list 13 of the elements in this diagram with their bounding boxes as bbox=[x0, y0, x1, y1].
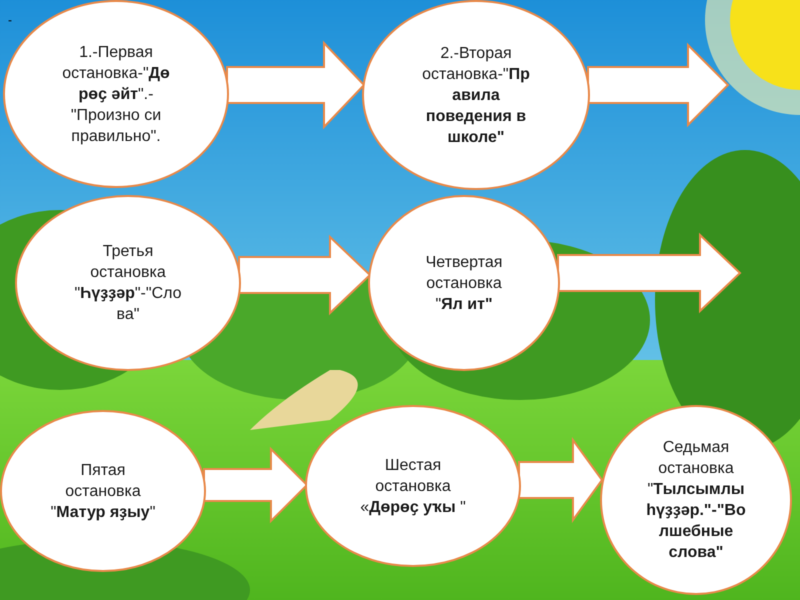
stop-text: Третья остановка "Һүҙҙәр"-"Сло ва" bbox=[73, 242, 183, 325]
block-arrow bbox=[226, 40, 366, 130]
stop-text: Седьмая остановка "Тылсымлы һүҙҙәр."-"Во лшебные слова" bbox=[645, 438, 747, 563]
block-arrow bbox=[587, 42, 730, 128]
stop-text: Шестая остановка «Дөрөҫ уҡы " bbox=[359, 456, 467, 518]
block-arrow bbox=[557, 232, 742, 314]
stop-text: Пятая остановка "Матур яҙыу" bbox=[50, 460, 156, 522]
stop-text: 1.-Первая остановка-"Дө рөҫ әйт".-"Произно си правильно". bbox=[61, 42, 171, 146]
stop-text: Четвертая остановка "Ял ит" bbox=[424, 252, 504, 314]
block-arrow bbox=[518, 436, 604, 524]
stop-text: 2.-Вторая остановка-"Пр авила поведения в школе" bbox=[421, 44, 531, 148]
dash-mark: - bbox=[8, 12, 12, 28]
block-arrow bbox=[238, 234, 372, 316]
